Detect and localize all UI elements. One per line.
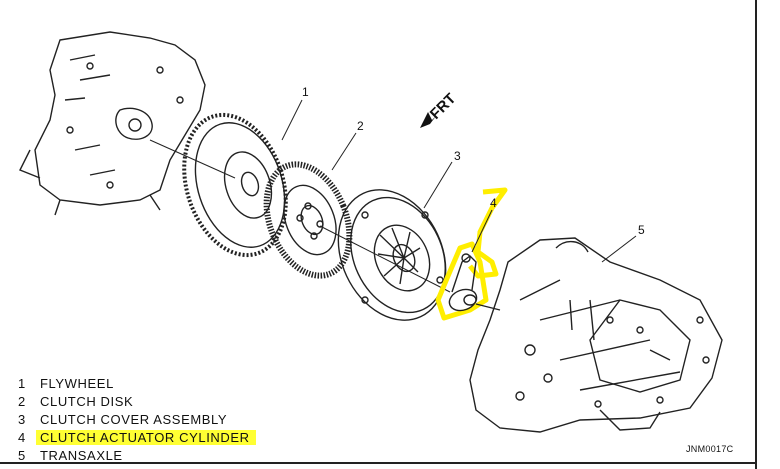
legend-row-2: 2 CLUTCH DISK [18, 392, 256, 410]
clutch-disk-drawing [263, 161, 353, 279]
front-direction-indicator: FRT [420, 90, 459, 128]
legend-number: 2 [18, 393, 26, 409]
legend-number: 1 [18, 375, 26, 391]
engine-block-outline [19, 31, 206, 216]
part-code: JNM0017C [686, 444, 734, 454]
parts-legend: 1 FLYWHEEL 2 CLUTCH DISK 3 CLUTCH COVER … [18, 374, 256, 464]
callout-leader-lines [281, 99, 637, 263]
callout-5: 5 [638, 223, 645, 237]
front-arrow-icon [420, 112, 436, 128]
callout-3: 3 [454, 149, 461, 163]
legend-row-3: 3 CLUTCH COVER ASSEMBLY [18, 410, 256, 428]
legend-row-1: 1 FLYWHEEL [18, 374, 256, 392]
frame-border-right [755, 0, 757, 469]
legend-label-flywheel: FLYWHEEL [40, 375, 114, 391]
frame-border-bottom [0, 462, 757, 464]
legend-number: 5 [18, 447, 26, 463]
legend-row-5: 5 TRANSAXLE [18, 446, 256, 464]
actuator-cylinder-drawing [448, 253, 501, 312]
legend-label-actuator-cylinder: CLUTCH ACTUATOR CYLINDER [36, 429, 256, 445]
callout-4: 4 [490, 196, 497, 210]
legend-row-4: 4 CLUTCH ACTUATOR CYLINDER [18, 428, 256, 446]
clutch-cover-drawing [319, 189, 451, 321]
transaxle-drawing [469, 237, 723, 433]
callout-2: 2 [357, 119, 364, 133]
actuator-highlight [435, 187, 508, 321]
callout-1: 1 [302, 85, 309, 99]
legend-label-transaxle: TRANSAXLE [40, 447, 123, 463]
legend-label-clutch-cover: CLUTCH COVER ASSEMBLY [40, 411, 228, 427]
legend-number: 3 [18, 411, 26, 427]
flywheel-drawing [149, 112, 288, 258]
legend-label-clutch-disk: CLUTCH DISK [40, 393, 134, 409]
front-label: FRT [427, 90, 460, 123]
legend-number: 4 [18, 429, 26, 445]
